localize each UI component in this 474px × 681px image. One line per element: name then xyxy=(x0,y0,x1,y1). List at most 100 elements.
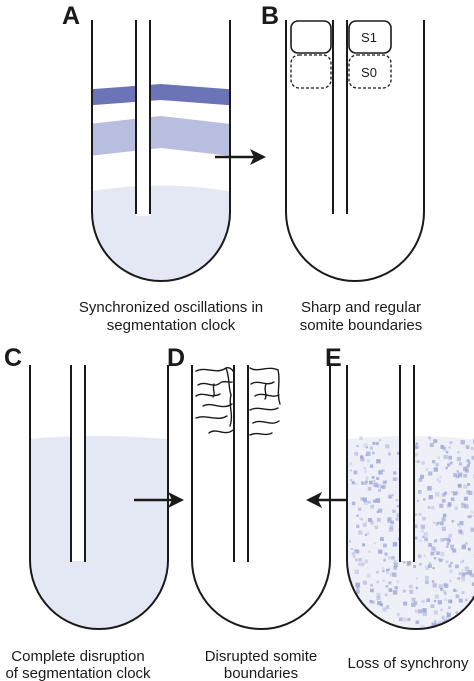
cell-speckle xyxy=(458,529,463,534)
cell-speckle xyxy=(396,504,399,508)
cell-speckle xyxy=(364,559,369,564)
cell-speckle xyxy=(421,461,425,465)
cell-speckle xyxy=(365,476,369,480)
cell-speckle xyxy=(369,480,373,485)
cell-speckle xyxy=(354,603,359,608)
arrow-right-icon xyxy=(250,149,266,165)
cell-speckle xyxy=(402,617,407,622)
cell-speckle xyxy=(351,552,355,556)
cell-speckle xyxy=(455,491,459,495)
cell-speckle xyxy=(446,504,451,509)
cell-speckle xyxy=(368,550,371,553)
cell-speckle xyxy=(373,482,378,487)
arrow-a-to-b xyxy=(215,149,266,165)
cell-speckle xyxy=(356,514,359,517)
cell-speckle xyxy=(363,500,367,503)
cell-speckle xyxy=(362,580,367,585)
cell-speckle xyxy=(356,586,360,590)
cell-speckle xyxy=(465,542,468,545)
cell-speckle xyxy=(433,439,437,444)
cell-speckle xyxy=(388,494,393,499)
cell-speckle xyxy=(377,627,380,629)
panel-c-letter: C xyxy=(4,344,22,372)
panel-a: A Synchronized oscillations in segmentat… xyxy=(62,2,263,334)
cell-speckle xyxy=(382,607,387,612)
neural-tube-gap xyxy=(400,363,414,561)
cell-speckle xyxy=(463,466,468,472)
cell-speckle xyxy=(397,631,401,635)
cell-speckle xyxy=(457,451,460,454)
cell-speckle xyxy=(467,461,471,465)
cell-speckle xyxy=(422,611,427,616)
cell-speckle xyxy=(433,610,438,615)
cell-speckle xyxy=(432,460,436,464)
panel-d-caption-line1: Disrupted somite xyxy=(205,648,318,665)
cell-speckle xyxy=(361,562,365,566)
cell-speckle xyxy=(472,573,474,578)
cell-speckle xyxy=(465,571,469,575)
cell-speckle xyxy=(370,504,375,509)
cell-speckle xyxy=(432,521,436,524)
cell-speckle xyxy=(374,630,377,633)
cell-speckle xyxy=(362,624,366,628)
cell-speckle xyxy=(468,515,472,519)
cell-speckle xyxy=(466,464,470,468)
cell-speckle xyxy=(458,598,463,603)
cell-speckle xyxy=(423,532,428,537)
cell-speckle xyxy=(461,591,465,595)
panel-b: B S1 S0 Sharp and regular somite boundar… xyxy=(261,2,425,334)
cell-speckle xyxy=(424,537,429,542)
cell-speckle xyxy=(420,474,424,479)
cell-speckle xyxy=(464,618,468,623)
cell-speckle xyxy=(438,620,442,625)
posterior-psm-pale xyxy=(92,185,230,281)
cell-speckle xyxy=(461,569,464,572)
cell-speckle xyxy=(415,447,418,450)
cell-speckle xyxy=(376,476,380,480)
cell-speckle xyxy=(470,510,474,514)
cell-speckle xyxy=(398,617,403,621)
cell-speckle xyxy=(447,606,451,610)
cell-speckle xyxy=(407,617,411,621)
cell-speckle xyxy=(353,548,358,553)
cell-speckle xyxy=(417,460,420,463)
cell-speckle xyxy=(446,612,451,617)
cell-speckle xyxy=(446,537,450,542)
cell-speckle xyxy=(470,573,474,578)
cell-speckle xyxy=(442,446,447,451)
cell-speckle xyxy=(423,498,426,501)
cell-speckle xyxy=(440,445,445,449)
cell-speckle xyxy=(428,543,432,547)
cell-speckle xyxy=(388,495,392,499)
cell-speckle xyxy=(426,598,430,602)
panel-d-caption-line2: boundaries xyxy=(224,665,298,681)
cell-speckle xyxy=(371,451,375,455)
cell-speckle xyxy=(434,439,438,443)
cell-speckle xyxy=(389,525,394,529)
cell-speckle xyxy=(396,451,400,455)
cell-speckle xyxy=(376,596,381,600)
cell-speckle xyxy=(364,521,367,524)
cell-speckle xyxy=(383,558,387,562)
cell-speckle xyxy=(460,440,465,445)
cell-speckle xyxy=(467,547,471,551)
cell-speckle xyxy=(419,539,422,543)
cell-speckle xyxy=(382,579,385,583)
cell-speckle xyxy=(403,601,408,606)
cell-speckle xyxy=(349,462,353,466)
cell-speckle xyxy=(427,506,431,509)
cell-speckle xyxy=(449,461,453,465)
cell-speckle xyxy=(396,513,401,518)
cell-speckle xyxy=(430,551,435,556)
cell-speckle xyxy=(457,523,460,526)
cell-speckle xyxy=(415,609,419,614)
cell-speckle xyxy=(471,582,474,586)
cell-speckle xyxy=(448,599,452,604)
cell-speckle xyxy=(385,605,390,609)
cell-speckle xyxy=(368,628,371,629)
cell-speckle xyxy=(425,580,429,585)
cell-speckle xyxy=(424,537,428,541)
embryo-outline xyxy=(191,365,331,630)
cell-speckle xyxy=(444,619,448,623)
cell-speckle xyxy=(356,444,359,448)
